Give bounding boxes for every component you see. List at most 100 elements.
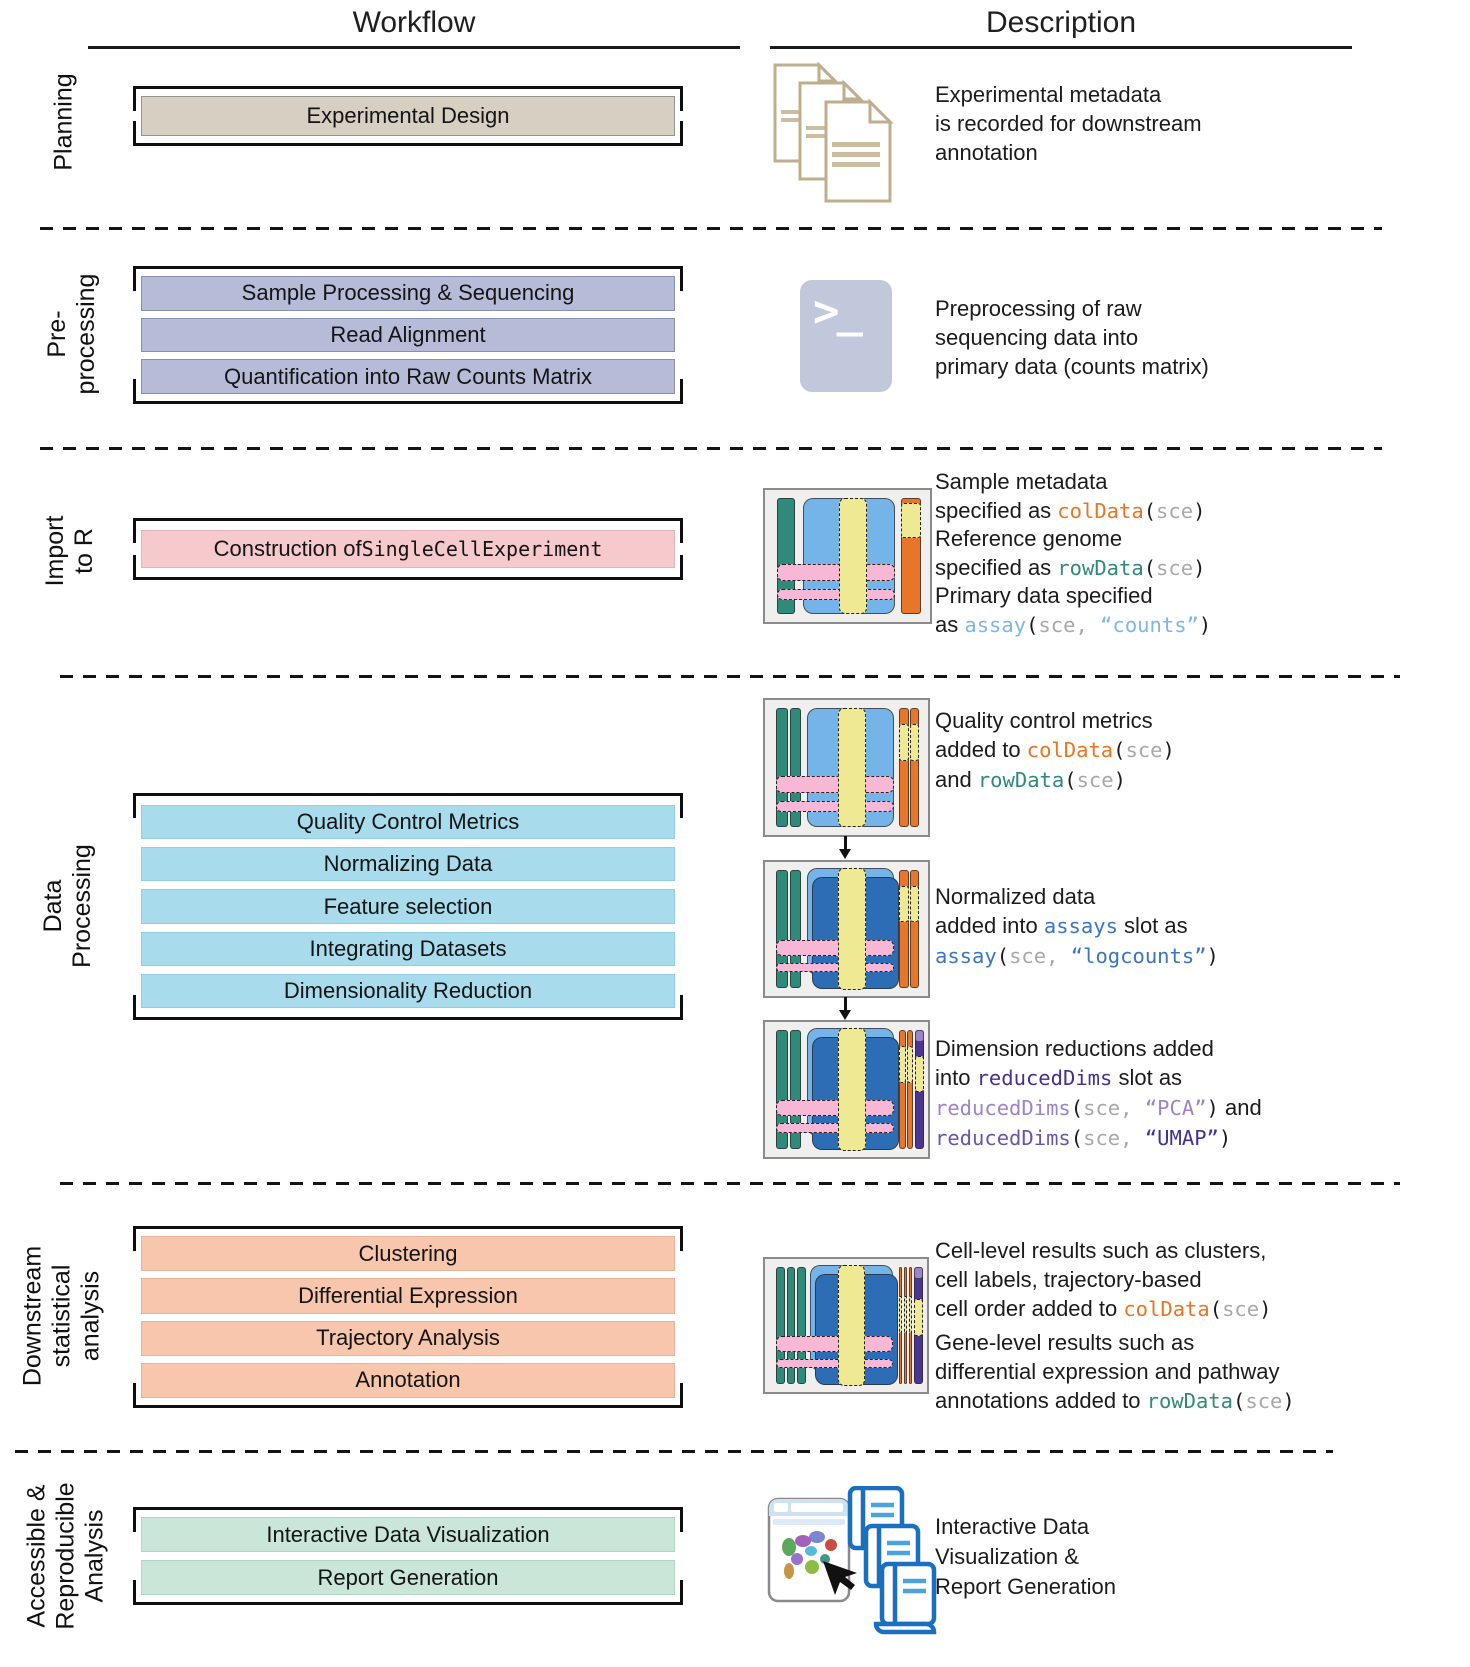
sce-matrix-diagram-qc — [763, 698, 930, 837]
code-token: sce — [1222, 1297, 1260, 1321]
text-segment: ( — [1070, 1126, 1084, 1150]
code-token: rowData — [1057, 555, 1144, 580]
bracket-bottom — [133, 1383, 683, 1408]
text-segment: Quality control metrics — [935, 708, 1153, 733]
workflow-step: Quality Control Metrics — [141, 805, 675, 840]
bracket-top — [133, 1226, 683, 1251]
code-token: sce — [1156, 555, 1194, 580]
terminal-icon: >_ — [800, 280, 892, 392]
coldata-highlight — [901, 503, 921, 538]
highlight-row — [776, 1123, 894, 1133]
terminal-prompt-glyph: >_ — [813, 286, 863, 337]
bracket-bottom — [133, 555, 683, 580]
text-segment: slot as — [1117, 913, 1188, 938]
down-arrow — [844, 997, 847, 1011]
text-segment: ) — [1206, 944, 1219, 968]
highlight-column — [837, 1264, 866, 1386]
rowdata-bar — [789, 708, 802, 827]
code-token: assay — [935, 944, 997, 968]
coldata-highlight — [903, 1296, 908, 1334]
sce-matrix-diagram-import — [763, 488, 932, 624]
section-label-data-processing: Data Processing — [39, 844, 96, 968]
text-segment: Feature selection — [323, 893, 493, 919]
description-line: Quality control metrics — [935, 706, 1175, 735]
description-line: assay(sce, “logcounts”) — [935, 941, 1219, 971]
text-segment: and — [1218, 1095, 1262, 1120]
text-segment: ( — [1209, 1297, 1223, 1321]
section-separator — [40, 227, 1382, 230]
text-segment: specified as — [935, 497, 1058, 523]
text-segment: ( — [1026, 612, 1039, 637]
bracket-top — [133, 266, 683, 291]
code-token: , — [1120, 1096, 1145, 1120]
bracket-bottom — [133, 379, 683, 404]
code-token: , — [1046, 944, 1071, 968]
rowdata-bar — [789, 870, 802, 988]
text-segment: annotation — [935, 140, 1038, 165]
text-segment: and — [935, 767, 978, 792]
workflow-step: Differential Expression — [141, 1278, 675, 1314]
description-downstream: Cell-level results such as clusters,cell… — [935, 1236, 1295, 1416]
text-segment: SingleCellExperiment — [361, 537, 603, 561]
description-line: reducedDims(sce, “PCA”) and — [935, 1093, 1262, 1123]
sce-matrix-diagram-reduceddims — [763, 1020, 930, 1159]
bracket-top — [133, 1507, 683, 1532]
highlight-row — [776, 563, 896, 582]
description-line: cell order added to colData(sce) — [935, 1294, 1295, 1324]
text-segment: Integrating Datasets — [309, 935, 507, 961]
workflow-step: Integrating Datasets — [141, 931, 675, 966]
text-segment: primary data (counts matrix) — [935, 354, 1209, 379]
workflow-step: Trajectory Analysis — [141, 1320, 675, 1356]
description-title-rule — [770, 46, 1352, 49]
browser-visualization-icon — [767, 1497, 863, 1623]
highlight-row — [776, 801, 894, 813]
description-line: sequencing data into — [935, 323, 1209, 352]
coldata-highlight — [907, 1046, 914, 1083]
description-line: differential expression and pathway — [935, 1357, 1295, 1386]
bracket-bottom — [133, 995, 683, 1020]
workflow-title-rule — [88, 46, 740, 49]
text-segment: Differential Expression — [298, 1282, 518, 1308]
text-segment: cell labels, trajectory-based — [935, 1267, 1202, 1292]
code-token: , — [1120, 1126, 1145, 1150]
down-arrow — [844, 836, 847, 850]
coldata-bar — [899, 1030, 906, 1149]
coldata-bar — [909, 708, 920, 827]
rowdata-bar — [776, 497, 795, 615]
text-segment: ) — [1206, 1096, 1219, 1120]
description-line: annotation — [935, 138, 1202, 167]
coldata-bar — [909, 870, 920, 988]
code-token: “UMAP” — [1144, 1126, 1219, 1150]
workflow-step: Report Generation — [141, 1560, 675, 1595]
highlight-row — [776, 1336, 893, 1353]
workflow-column-title: Workflow — [352, 6, 476, 39]
highlight-column — [838, 708, 867, 827]
bracket-top — [133, 793, 683, 818]
documents-icon — [772, 61, 897, 204]
highlight-column — [838, 868, 867, 990]
text-segment: Preprocessing of raw — [935, 296, 1142, 321]
text-segment: ( — [1143, 555, 1157, 580]
text-segment: Primary data specified — [935, 583, 1153, 609]
coldata-highlight — [898, 1296, 903, 1334]
description-column-title: Description — [985, 6, 1137, 39]
workflow-group-import: Construction of SingleCellExperiment — [133, 518, 683, 580]
rowdata-bar — [776, 708, 788, 827]
text-segment: Dimension reductions added — [935, 1036, 1214, 1061]
code-token: assay — [964, 612, 1027, 637]
section-label-accessible-analysis: Accessible & Reproducible Analysis — [22, 1482, 109, 1630]
highlight-row — [776, 589, 896, 600]
section-separator — [15, 1450, 1333, 1453]
description-line: and rowData(sce) — [935, 765, 1175, 795]
text-segment: Normalized data — [935, 884, 1096, 909]
text-segment: ( — [1113, 738, 1126, 762]
highlight-row — [776, 962, 894, 972]
code-token: “PCA” — [1144, 1096, 1207, 1120]
description-line: added into assays slot as — [935, 911, 1219, 941]
description-line: Primary data specified — [935, 582, 1211, 611]
